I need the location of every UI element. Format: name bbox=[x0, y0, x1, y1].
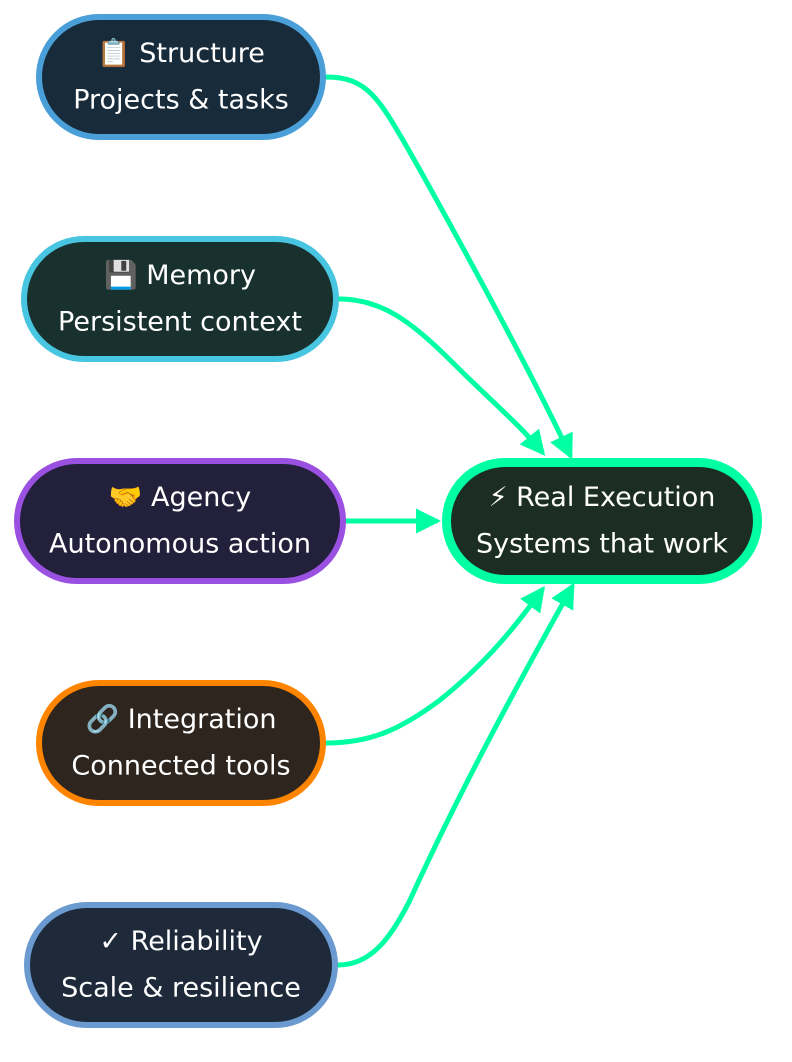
edge-integration-to-execution bbox=[323, 585, 545, 746]
node-memory-title-line: 💾 Memory bbox=[104, 259, 256, 291]
node-agency-title-line: 🤝 Agency bbox=[109, 482, 251, 513]
node-structure-title: Structure bbox=[139, 38, 265, 69]
handshake-icon: 🤝 bbox=[109, 482, 143, 513]
node-agency-subtitle: Autonomous action bbox=[49, 529, 311, 560]
edge-reliability-to-execution bbox=[335, 582, 575, 968]
node-memory-shape bbox=[21, 236, 339, 362]
node-reliability-title-line: ✓ Reliability bbox=[99, 926, 262, 957]
link-icon: 🔗 bbox=[86, 702, 120, 735]
edges-layer bbox=[323, 74, 575, 968]
edge-structure-to-execution bbox=[323, 74, 573, 460]
edge-memory-to-execution bbox=[336, 296, 546, 456]
node-reliability-title: Reliability bbox=[131, 926, 263, 957]
node-execution-shape bbox=[442, 458, 762, 584]
node-integration-subtitle: Connected tools bbox=[71, 751, 290, 782]
clipboard-icon: 📋 bbox=[97, 37, 131, 69]
floppy-disk-icon: 💾 bbox=[104, 259, 138, 291]
node-integration-title: Integration bbox=[128, 704, 277, 735]
node-reliability-shape bbox=[24, 902, 338, 1028]
node-structure-shape bbox=[36, 14, 326, 140]
node-execution-title-line: ⚡ Real Execution bbox=[489, 482, 716, 513]
node-memory-subtitle: Persistent context bbox=[58, 307, 302, 338]
node-structure-subtitle: Projects & tasks bbox=[73, 85, 289, 116]
node-integration-shape bbox=[36, 680, 326, 806]
node-integration-title-line: 🔗 Integration bbox=[86, 702, 277, 735]
lightning-icon: ⚡ bbox=[489, 482, 508, 513]
node-structure-title-line: 📋 Structure bbox=[97, 37, 265, 69]
node-agency-shape bbox=[14, 458, 346, 584]
checkmark-icon: ✓ bbox=[99, 926, 122, 957]
node-execution-title: Real Execution bbox=[516, 482, 715, 513]
node-execution-subtitle: Systems that work bbox=[476, 529, 728, 560]
node-reliability-subtitle: Scale & resilience bbox=[61, 973, 301, 1004]
node-agency-title: Agency bbox=[151, 482, 251, 513]
node-memory-title: Memory bbox=[146, 260, 256, 291]
